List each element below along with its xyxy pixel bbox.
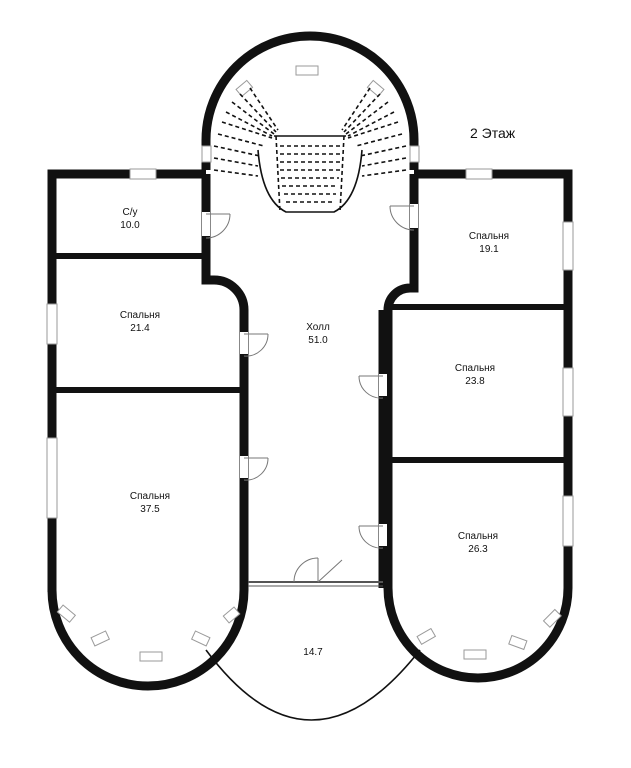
room-name: С/у [123,207,138,218]
floor-label: 2 Этаж [470,125,516,141]
room-area: 10.0 [120,220,140,231]
room-label-bedroom-ne: Спальня 19.1 [469,231,509,255]
east-wing-walls [358,168,574,683]
room-label-bedroom-sw: Спальня 37.5 [130,491,170,515]
room-name: Спальня [458,531,498,542]
room-area: 14.7 [303,647,323,658]
room-name: Спальня [120,310,160,321]
room-label-bedroom-se: Спальня 26.3 [458,531,498,555]
room-label-hall: Холл 51.0 [306,322,330,346]
terrace [205,557,421,721]
room-name: Спальня [130,491,170,502]
room-area: 23.8 [465,376,485,387]
room-label-bedroom-nw: Спальня 21.4 [120,310,160,334]
room-label-bedroom-e: Спальня 23.8 [455,363,495,387]
room-area: 51.0 [308,335,328,346]
room-area: 26.3 [468,544,488,555]
room-label-terrace: 14.7 [303,647,323,658]
room-area: 21.4 [130,323,150,334]
west-wing-walls [46,168,269,691]
room-label-wc: С/у 10.0 [120,207,140,231]
stair-tower [201,31,420,213]
room-name: Спальня [455,363,495,374]
room-area: 19.1 [479,244,499,255]
room-area: 37.5 [140,504,160,515]
stair-treads [213,87,407,213]
room-name: Холл [306,322,330,333]
room-name: Спальня [469,231,509,242]
